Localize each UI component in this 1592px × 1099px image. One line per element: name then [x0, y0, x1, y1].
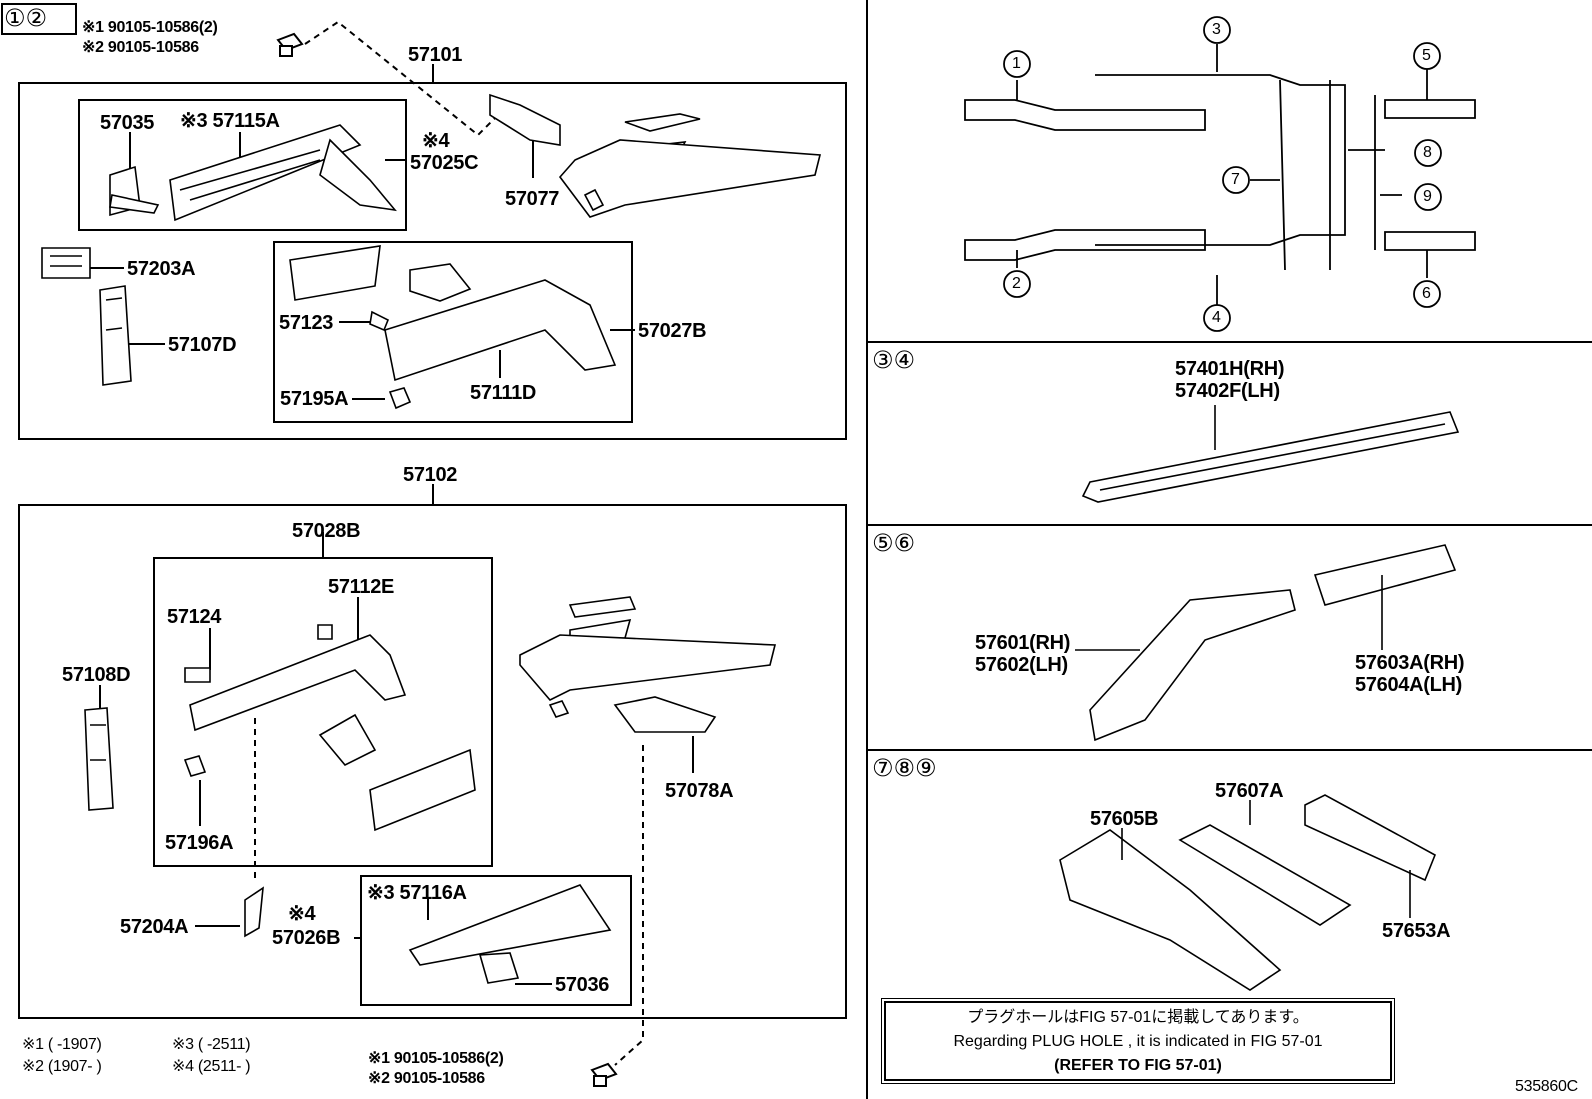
part-57112e: 57112E [328, 576, 395, 598]
assembly-57101-box [18, 82, 847, 440]
callout-1: 1 [1012, 55, 1021, 72]
note-english: Regarding PLUG HOLE , it is indicated in… [953, 1033, 1323, 1050]
callout-4: 4 [1212, 309, 1221, 326]
plug-hole-note: プラグホールはFIG 57-01に掲載してあります。 Regarding PLU… [881, 998, 1395, 1084]
part-57196a: 57196A [165, 832, 234, 854]
section-56-ids: ⑤⑥ [872, 529, 916, 557]
part-57603a: 57603A(RH) [1355, 652, 1465, 674]
note-reference: (REFER TO FIG 57-01) [1054, 1057, 1222, 1074]
subassembly-57028b-box [153, 557, 493, 867]
callout-2: 2 [1012, 275, 1021, 292]
assembly-57102-label: 57102 [403, 464, 458, 486]
part-57035: 57035 [100, 112, 155, 134]
top-bolt-line1: ※1 90105-10586(2) [82, 19, 218, 36]
footnote-3: ※3 ( -2511) [172, 1036, 251, 1053]
part-57123: 57123 [279, 312, 334, 334]
part-57116a: ※3 57116A [367, 882, 467, 904]
bottom-bolt-line1: ※1 90105-10586(2) [368, 1050, 504, 1067]
section-789-ids: ⑦⑧⑨ [872, 754, 937, 782]
callout-9: 9 [1423, 188, 1432, 205]
part-57026b: 57026B [272, 927, 341, 949]
part-57025c: 57025C [410, 152, 479, 174]
header-ids: ①② [4, 4, 48, 32]
footnote-1: ※1 ( -1907) [22, 1036, 102, 1053]
figure-code: 535860C [1515, 1078, 1578, 1095]
part-57077: 57077 [505, 188, 560, 210]
section-34-ids: ③④ [872, 346, 916, 374]
part-57602: 57602(LH) [975, 654, 1068, 676]
footnote-2: ※2 (1907- ) [22, 1058, 102, 1075]
note-mark-4-lower: ※4 [288, 903, 316, 925]
assembly-57102-box [18, 504, 847, 1019]
subassembly-57025c-box [78, 99, 407, 231]
part-57124: 57124 [167, 606, 222, 628]
part-57607a: 57607A [1215, 780, 1284, 802]
part-57204a: 57204A [120, 916, 189, 938]
note-japanese: プラグホールはFIG 57-01に掲載してあります。 [967, 1009, 1309, 1026]
part-57028b: 57028B [292, 520, 361, 542]
part-57605b: 57605B [1090, 808, 1159, 830]
part-57027b: 57027B [638, 320, 707, 342]
subassembly-57026b-box [360, 875, 632, 1006]
subassembly-57027b-box [273, 241, 633, 423]
callout-8: 8 [1423, 144, 1432, 161]
part-57601: 57601(RH) [975, 632, 1071, 654]
part-57078a: 57078A [665, 780, 734, 802]
part-57108d: 57108D [62, 664, 131, 686]
bottom-bolt-line2: ※2 90105-10586 [368, 1070, 485, 1087]
callout-3: 3 [1212, 21, 1221, 38]
part-57195a: 57195A [280, 388, 349, 410]
footnote-4: ※4 (2511- ) [172, 1058, 251, 1075]
top-bolt-line2: ※2 90105-10586 [82, 39, 199, 56]
part-57203a: 57203A [127, 258, 196, 280]
part-57107d: 57107D [168, 334, 237, 356]
callout-7: 7 [1231, 171, 1240, 188]
part-57604a: 57604A(LH) [1355, 674, 1463, 696]
assembly-57101-label: 57101 [408, 44, 463, 66]
callout-5: 5 [1422, 47, 1431, 64]
part-57401h: 57401H(RH) [1175, 358, 1285, 380]
callout-6: 6 [1422, 285, 1431, 302]
part-57036: 57036 [555, 974, 610, 996]
part-57402f: 57402F(LH) [1175, 380, 1280, 402]
part-57115a: ※3 57115A [180, 110, 280, 132]
part-57111d: 57111D [470, 382, 537, 404]
note-mark-4: ※4 [422, 130, 450, 152]
part-57653a: 57653A [1382, 920, 1451, 942]
